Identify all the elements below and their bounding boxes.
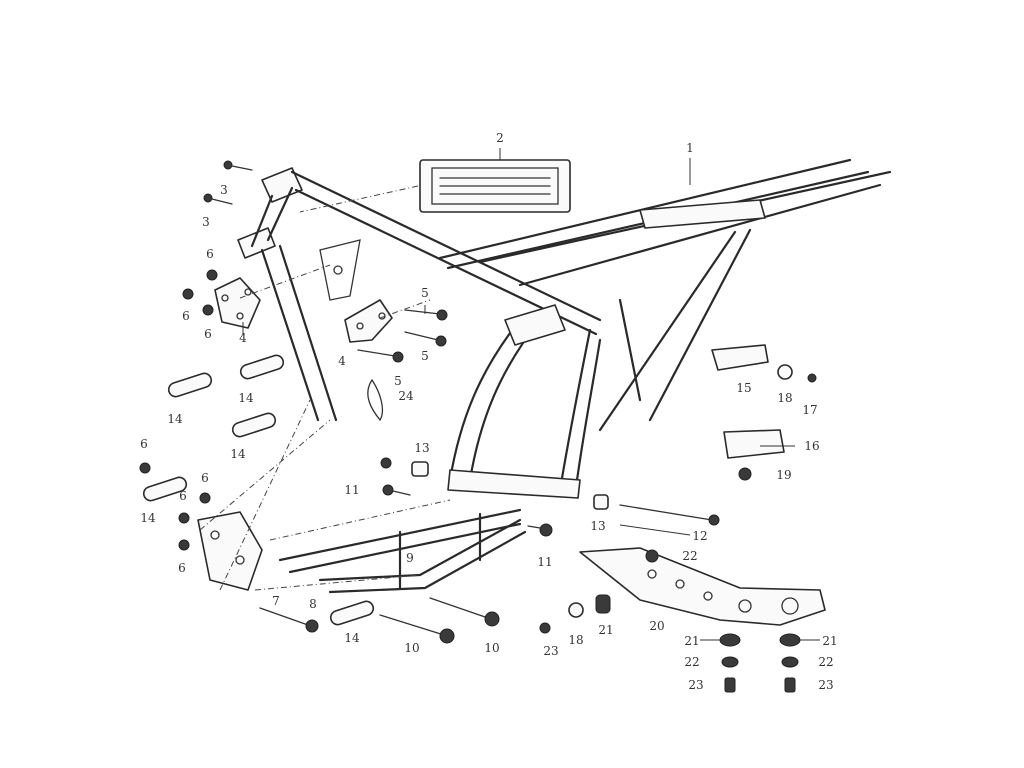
callout-label: 6	[140, 437, 148, 451]
callout-label: 6	[204, 327, 212, 341]
bolt-17	[807, 373, 817, 383]
bolt-10-a	[379, 614, 455, 644]
bolt-5-b	[404, 331, 447, 347]
callout-label: 5	[421, 349, 429, 363]
rubber-21-a	[595, 594, 611, 614]
bolt-5-c	[357, 349, 404, 363]
main-frame	[237, 158, 892, 499]
nut-6-d	[139, 462, 151, 474]
callout-label: 19	[776, 468, 791, 482]
callout-label: 17	[802, 403, 817, 417]
bolt-23-a	[539, 622, 551, 634]
callout-label: 7	[272, 594, 280, 608]
callout-label: 16	[804, 439, 819, 453]
callout-label: 14	[167, 412, 183, 426]
callout-label: 21	[684, 634, 699, 648]
nut-6-a	[206, 269, 218, 281]
callout-label: 10	[404, 641, 419, 655]
collar-13-b	[593, 494, 609, 510]
callout-label: 23	[543, 644, 558, 658]
bolt-3-lower	[203, 193, 233, 205]
callout-label: 8	[309, 597, 317, 611]
collar-13-a	[411, 461, 429, 477]
callout-label: 14	[140, 511, 156, 525]
nut-6-e	[199, 492, 211, 504]
callout-label: 15	[736, 381, 751, 395]
callout-label: 14	[344, 631, 360, 645]
link-14-e	[329, 600, 375, 626]
callout-label: 2	[496, 131, 504, 145]
bolt-10-b	[429, 597, 500, 627]
callout-label: 23	[688, 678, 703, 692]
callout-label: 14	[230, 447, 246, 461]
callout-label: 6	[182, 309, 190, 323]
frame-name-plate	[299, 159, 571, 213]
washer-18-a	[777, 364, 793, 380]
callout-label: 13	[590, 519, 605, 533]
callout-label: 3	[220, 183, 228, 197]
callout-label: 21	[598, 623, 613, 637]
callout-label: 22	[684, 655, 699, 669]
pad-15	[711, 344, 769, 371]
nut-6-f	[178, 512, 190, 524]
link-14-c	[231, 412, 277, 438]
callout-label: 5	[394, 374, 402, 388]
bolt-3-upper	[223, 160, 253, 171]
pad-16	[723, 429, 785, 459]
callout-label: 6	[179, 489, 187, 503]
callout-label: 22	[818, 655, 833, 669]
callout-label: 1	[686, 141, 694, 155]
callout-label: 4	[338, 354, 346, 368]
callout-label: 11	[537, 555, 552, 569]
callout-label: 14	[238, 391, 254, 405]
nut-19	[738, 467, 752, 481]
callout-label: 6	[178, 561, 186, 575]
callout-label: 23	[818, 678, 833, 692]
callout-label: 11	[344, 483, 359, 497]
callout-labels: 1 2 3 3 4 4 5 5 5 6 6 6 6 6 6 6 7 8 9 10…	[140, 131, 837, 692]
bolt-8	[259, 607, 319, 633]
callout-label: 20	[649, 619, 664, 633]
link-14-b	[239, 354, 285, 380]
engine-mount-plates	[197, 277, 393, 591]
skid-plate-20	[579, 547, 826, 626]
callout-label: 21	[822, 634, 837, 648]
link-14-d	[142, 476, 188, 502]
washer-18-b	[568, 602, 584, 618]
assembly-guides	[199, 264, 451, 591]
callout-label: 5	[421, 286, 429, 300]
nut-6-c	[202, 304, 214, 316]
callout-label: 24	[398, 389, 414, 403]
bolt-5-a	[404, 309, 448, 321]
callout-label: 4	[239, 331, 247, 345]
callout-label: 6	[206, 247, 214, 261]
spacer-22-a	[645, 549, 659, 563]
fasteners	[139, 160, 826, 693]
lower-cradle	[278, 508, 527, 594]
callout-label: 3	[202, 215, 210, 229]
hw-stack-right	[779, 633, 801, 693]
callout-label: 13	[414, 441, 429, 455]
callout-label: 18	[777, 391, 792, 405]
callout-label: 6	[201, 471, 209, 485]
bolt-11-a	[382, 484, 411, 496]
callout-label: 12	[692, 529, 707, 543]
callout-label: 9	[406, 551, 414, 565]
nut-6-b	[182, 288, 194, 300]
callout-label: 22	[682, 549, 697, 563]
callout-label: 10	[484, 641, 499, 655]
clip-24	[367, 378, 384, 422]
nut-6-g	[178, 539, 190, 551]
hw-stack-left	[719, 633, 741, 693]
link-14-a	[167, 372, 213, 398]
bolt-12	[619, 504, 720, 526]
callout-label: 18	[568, 633, 583, 647]
bolt-11-b	[527, 523, 553, 537]
nut-6-h	[380, 457, 392, 469]
leader-lines	[242, 148, 820, 641]
